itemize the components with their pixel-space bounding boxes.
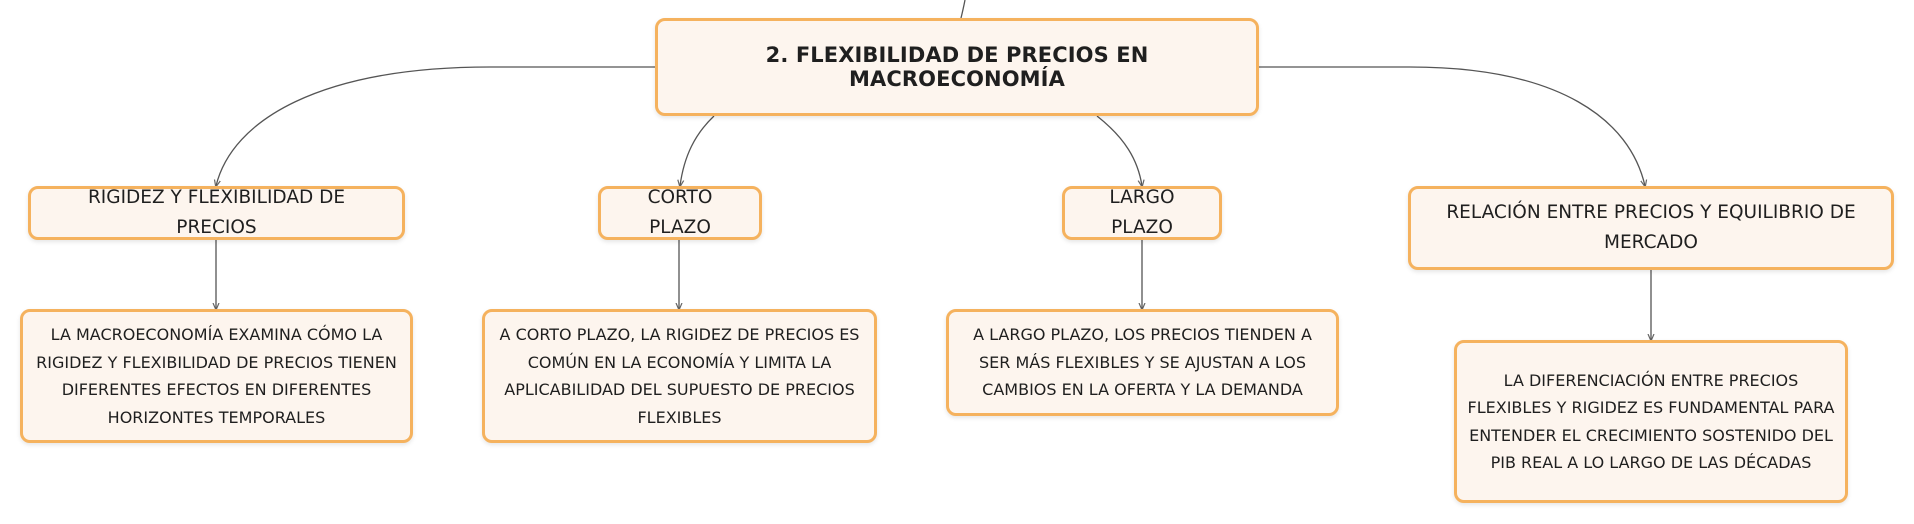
root-node[interactable]: 2. FLEXIBILIDAD DE PRECIOS EN MACROECONO… — [655, 18, 1259, 116]
topic-node-label: LARGO PLAZO — [1109, 187, 1175, 238]
detail-node-corto-plazo[interactable]: A CORTO PLAZO, LA RIGIDEZ DE PRECIOS ES … — [482, 309, 877, 443]
connector-root-to-topic-4 — [1259, 66, 1645, 186]
topic-node-corto-plazo[interactable]: CORTO PLAZO — [598, 186, 762, 240]
topic-node-label: RELACIÓN ENTRE PRECIOS Y EQUILIBRIO DE M… — [1446, 202, 1856, 253]
topic-node-label: RIGIDEZ Y FLEXIBILIDAD DE PRECIOS — [87, 187, 346, 238]
detail-node-text: A CORTO PLAZO, LA RIGIDEZ DE PRECIOS ES … — [499, 325, 860, 427]
detail-node-largo-plazo[interactable]: A LARGO PLAZO, LOS PRECIOS TIENDEN A SER… — [946, 309, 1339, 416]
detail-node-text: A LARGO PLAZO, LOS PRECIOS TIENDEN A SER… — [973, 325, 1312, 400]
connector-parent-to-root — [960, 0, 966, 19]
topic-node-rigidez-flexibilidad[interactable]: RIGIDEZ Y FLEXIBILIDAD DE PRECIOS — [28, 186, 405, 240]
root-node-label: 2. FLEXIBILIDAD DE PRECIOS EN MACROECONO… — [765, 43, 1149, 91]
topic-node-largo-plazo[interactable]: LARGO PLAZO — [1062, 186, 1222, 240]
topic-node-relacion-precios-equilibrio[interactable]: RELACIÓN ENTRE PRECIOS Y EQUILIBRIO DE M… — [1408, 186, 1894, 270]
connector-root-to-topic-3 — [1096, 115, 1142, 186]
detail-node-text: LA DIFERENCIACIÓN ENTRE PRECIOS FLEXIBLE… — [1467, 370, 1835, 473]
topic-node-label: CORTO PLAZO — [647, 187, 713, 238]
detail-node-text: LA MACROECONOMÍA EXAMINA CÓMO LA RIGIDEZ… — [36, 325, 397, 427]
connector-root-to-topic-2 — [680, 115, 715, 186]
detail-node-rigidez-flexibilidad[interactable]: LA MACROECONOMÍA EXAMINA CÓMO LA RIGIDEZ… — [20, 309, 413, 443]
detail-node-relacion-precios-equilibrio[interactable]: LA DIFERENCIACIÓN ENTRE PRECIOS FLEXIBLE… — [1454, 340, 1848, 503]
connector-root-to-topic-1 — [216, 66, 655, 186]
